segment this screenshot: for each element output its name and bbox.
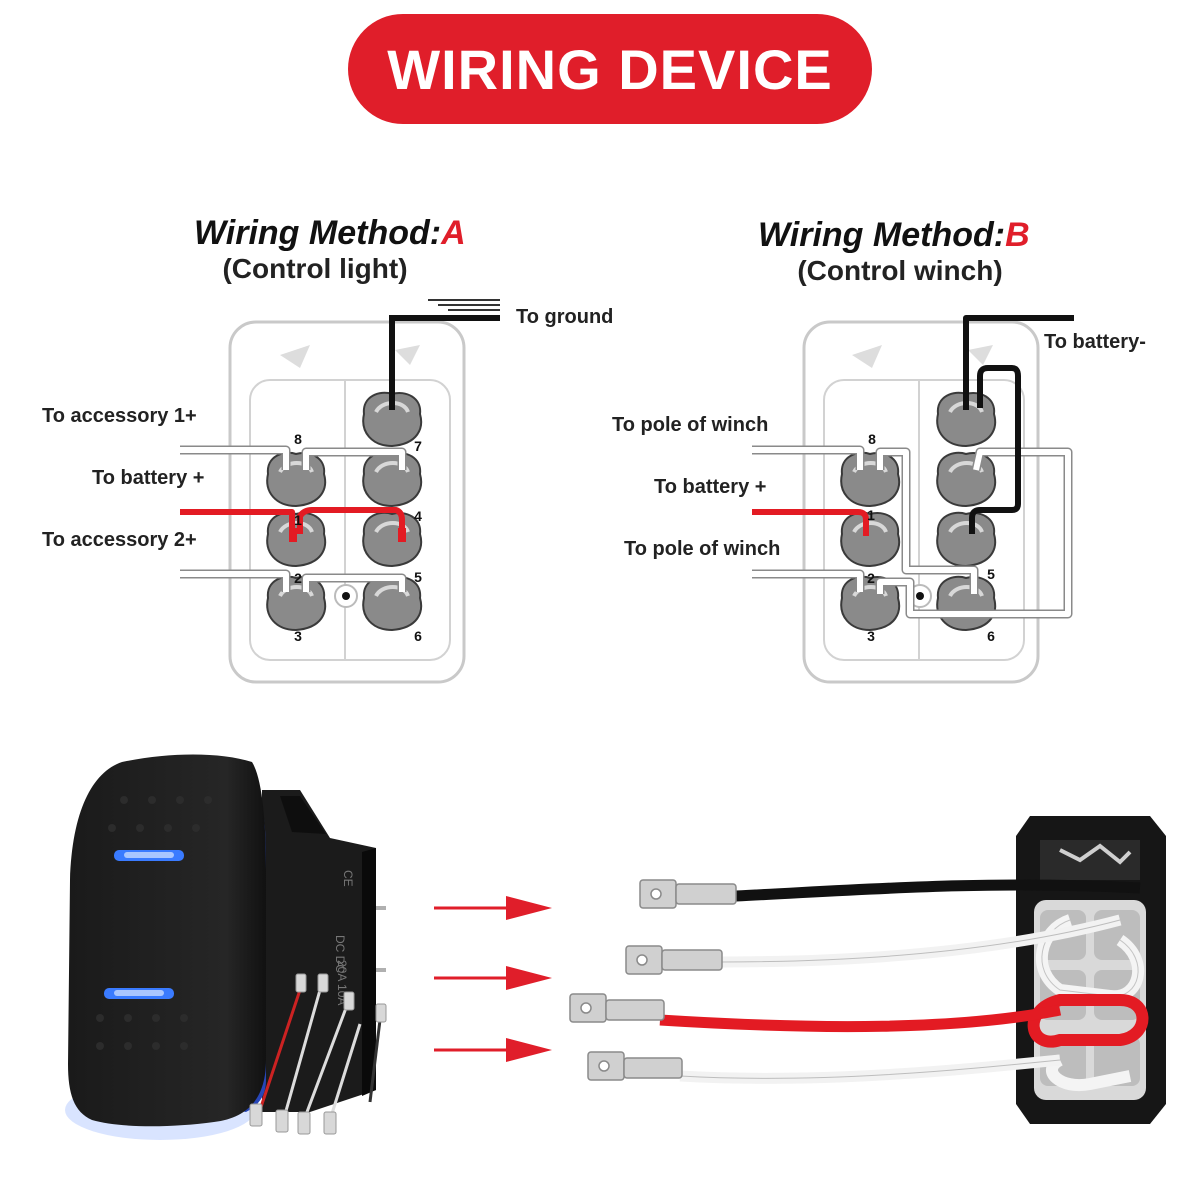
switch-housing-b	[823, 379, 1025, 661]
switch-ce-mark: CE	[341, 870, 355, 887]
label-to-battery-a: To battery +	[92, 467, 204, 489]
pin-label: 6	[414, 628, 422, 644]
pin-label: 1	[294, 512, 302, 528]
pin-label: 7	[414, 438, 422, 454]
battery-neg-wire-b	[963, 315, 1074, 410]
pin-label: 3	[294, 628, 302, 644]
switch-outline-a	[228, 320, 466, 684]
terminal-a-r2	[361, 450, 424, 508]
method-b-diagram: Wiring Method:B (Control winch)	[612, 216, 1146, 684]
black-wire	[735, 879, 1141, 902]
pin-label: 5	[987, 566, 995, 582]
arrows	[434, 896, 552, 1062]
label-to-battery-neg: To battery-	[1044, 331, 1146, 353]
terminal-6-a	[361, 574, 424, 632]
label-to-battery-b: To battery +	[654, 476, 766, 498]
ground-wire-a	[389, 315, 500, 410]
method-a-letter: A	[440, 214, 466, 252]
rocker-switch-photo: CE DC DC 20A 10A	[65, 754, 387, 1140]
wired-switch-photo	[569, 816, 1166, 1124]
red-wire-a	[180, 509, 295, 534]
banner-title: WIRING DEVICE	[387, 37, 833, 101]
terminal-8-b	[839, 450, 902, 508]
label-to-ground: To ground	[516, 306, 613, 328]
red-wire	[659, 1004, 1062, 1033]
pin-label: 5	[414, 569, 422, 585]
title-banner: WIRING DEVICE	[348, 14, 872, 124]
label-to-accessory-2: To accessory 2+	[42, 529, 197, 551]
label-to-accessory-1: To accessory 1+	[42, 405, 197, 427]
jumper-wires-photo	[258, 989, 382, 1121]
method-a-title: Wiring Method:A	[194, 214, 466, 252]
terminal-6-b	[935, 574, 998, 632]
red-wire-b	[752, 509, 869, 536]
terminal-b-r2	[935, 450, 998, 508]
terminal-4-a	[361, 510, 424, 568]
pin-label: 8	[294, 431, 302, 447]
pin-label: 3	[867, 628, 875, 644]
pin-label: 8	[868, 431, 876, 447]
pin-label: 6	[987, 628, 995, 644]
pin-label: 1	[867, 507, 875, 523]
method-b-letter: B	[1005, 216, 1030, 254]
switch-rating-print: DC DC	[333, 935, 347, 973]
method-b-title: Wiring Method:B	[758, 216, 1030, 254]
pin-label: 2	[294, 570, 302, 586]
method-b-subtitle: (Control winch)	[797, 255, 1002, 286]
switch-outline-b	[802, 320, 1040, 684]
terminal-4-b	[935, 510, 998, 568]
terminal-8-a	[265, 450, 328, 508]
label-to-pole-of-winch-2: To pole of winch	[624, 538, 780, 560]
switch-housing	[262, 790, 376, 1112]
switch-housing-a	[249, 379, 451, 661]
spade-connectors	[569, 879, 737, 1081]
method-a-subtitle: (Control light)	[222, 253, 407, 284]
pin-label: 4	[414, 508, 422, 524]
label-to-pole-of-winch-1: To pole of winch	[612, 414, 768, 436]
method-a-diagram: Wiring Method:A (Control light)	[42, 214, 613, 684]
rocker-face	[68, 754, 266, 1127]
pin-label: 2	[867, 570, 875, 586]
